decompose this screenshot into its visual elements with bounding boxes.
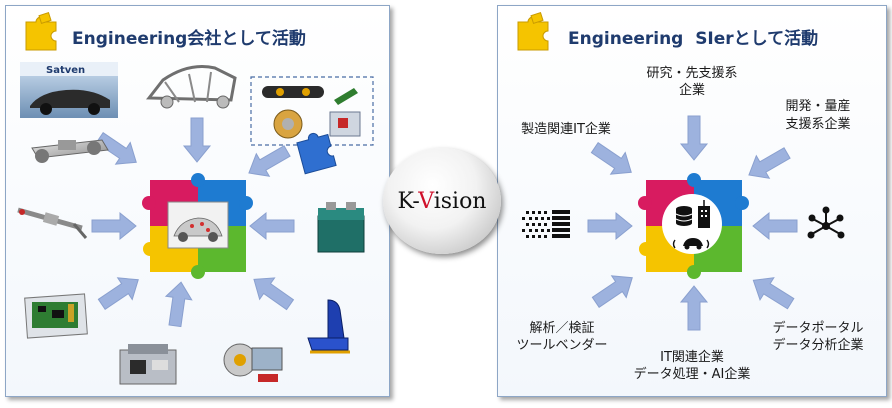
motor-assembly-icon: [223, 343, 283, 382]
car-seat-icon: [307, 299, 350, 354]
right-title-puzzle-icon: [517, 12, 549, 51]
database-icon: [675, 206, 693, 226]
label-development-line1: 開発・量産: [785, 99, 851, 114]
right-puzzle-hub: [638, 173, 749, 279]
parts-dashed-box: [250, 76, 374, 146]
k-vision-highlight: V: [418, 188, 434, 214]
k-vision-label: K-Vision: [398, 189, 487, 214]
label-manufacturing-it: 製造関連IT企業: [521, 122, 611, 137]
label-it-data-ai-line1: IT関連企業: [660, 350, 724, 365]
label-analysis-tools-line2: ツールベンダー: [516, 338, 608, 353]
k-vision-suffix: ision: [433, 188, 487, 214]
label-development-line2: 支援系企業: [785, 117, 851, 132]
left-panel-title: Engineering会社として活動: [72, 28, 306, 49]
connected-car-icon: [672, 238, 710, 250]
label-it-data-ai-line2: データ処理・AI企業: [633, 367, 751, 382]
car-photo-icon: Satven: [20, 62, 118, 118]
blue-puzzle-piece-icon: [296, 132, 337, 175]
ecu-board-icon: [24, 293, 88, 339]
label-data-portal-line2: データ分析企業: [772, 338, 864, 353]
electronic-module-icon: [119, 344, 177, 385]
left-title-puzzle-icon: [25, 12, 57, 51]
car-body-frame-icon: [145, 65, 237, 109]
dashboard-parts-icon: [262, 86, 361, 139]
label-research-line1: 研究・先支援系: [646, 66, 738, 81]
left-puzzle-hub: [142, 173, 253, 279]
label-analysis-tools-line1: 解析／検証: [529, 321, 595, 336]
building-icon: [698, 200, 710, 228]
network-nodes-icon: [807, 206, 845, 239]
satven-logo: Satven: [46, 65, 85, 76]
k-vision-badge: K-Vision: [383, 148, 501, 254]
car-xray-icon: [173, 217, 223, 242]
battery-unit-icon: [317, 202, 365, 253]
right-panel-title: Engineering SIerとして活動: [568, 28, 818, 49]
data-grid-icon: [522, 210, 570, 238]
label-data-portal-line1: データポータル: [772, 321, 864, 336]
steering-rack-icon: [17, 207, 88, 239]
chassis-icon: [31, 139, 109, 163]
k-vision-prefix: K-: [397, 188, 419, 214]
label-research-line2: 企業: [678, 83, 705, 98]
